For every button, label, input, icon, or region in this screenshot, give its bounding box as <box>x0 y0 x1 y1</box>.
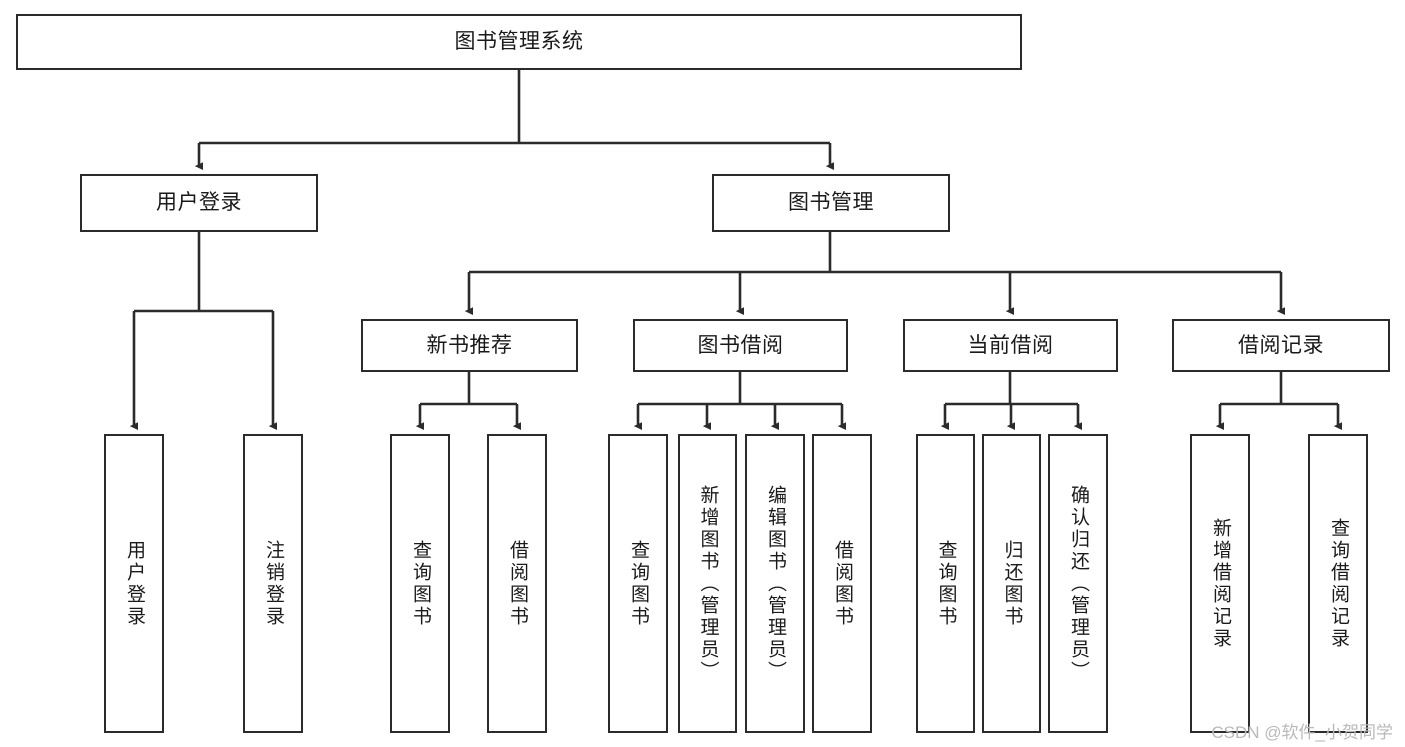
node-leaf-add-book-label: 新增图书（管理员） <box>697 484 719 683</box>
node-leaf-query-record[interactable]: 查询借阅记录 <box>1308 434 1368 733</box>
node-leaf-query-book-1-label: 查询图书 <box>409 539 431 628</box>
node-leaf-query-book-3-label: 查询图书 <box>935 539 957 628</box>
node-leaf-user-login-label: 用户登录 <box>123 539 145 628</box>
node-leaf-query-book-3[interactable]: 查询图书 <box>916 434 975 733</box>
node-leaf-edit-book[interactable]: 编辑图书（管理员） <box>745 434 805 733</box>
edge-userlogin-to-leaves <box>129 232 278 431</box>
edge-bookmanage-to-level3 <box>464 232 1286 316</box>
node-leaf-return-book-label: 归还图书 <box>1001 539 1023 628</box>
node-book-manage[interactable]: 图书管理 <box>712 174 950 232</box>
node-borrow-record[interactable]: 借阅记录 <box>1172 319 1390 372</box>
node-leaf-logout[interactable]: 注销登录 <box>243 434 303 733</box>
node-leaf-add-book[interactable]: 新增图书（管理员） <box>678 434 737 733</box>
node-leaf-query-book-1[interactable]: 查询图书 <box>390 434 450 733</box>
node-leaf-edit-book-label: 编辑图书（管理员） <box>764 484 786 683</box>
node-current-borrow-label: 当前借阅 <box>967 333 1054 357</box>
node-user-login-label: 用户登录 <box>156 191 242 215</box>
node-new-book-recommend-label: 新书推荐 <box>426 333 513 357</box>
node-root[interactable]: 图书管理系统 <box>16 14 1022 70</box>
node-borrow-record-label: 借阅记录 <box>1238 333 1324 357</box>
edge-newbook-to-leaves <box>415 372 522 431</box>
node-leaf-add-record-label: 新增借阅记录 <box>1209 517 1231 650</box>
edge-root-to-level2 <box>194 70 835 171</box>
edge-borrowrecord-to-leaves <box>1215 372 1343 431</box>
edge-currentborrow-to-leaves <box>940 372 1083 431</box>
node-leaf-query-record-label: 查询借阅记录 <box>1327 517 1349 650</box>
node-book-borrow[interactable]: 图书借阅 <box>633 319 848 372</box>
node-leaf-borrow-book-2-label: 借阅图书 <box>831 539 853 628</box>
node-current-borrow[interactable]: 当前借阅 <box>903 319 1118 372</box>
edge-bookborrow-to-leaves <box>633 372 847 431</box>
node-leaf-add-record[interactable]: 新增借阅记录 <box>1190 434 1250 733</box>
node-leaf-user-login[interactable]: 用户登录 <box>104 434 164 733</box>
node-book-borrow-label: 图书借阅 <box>697 333 784 357</box>
node-leaf-confirm-return[interactable]: 确认归还（管理员） <box>1048 434 1108 733</box>
node-leaf-return-book[interactable]: 归还图书 <box>982 434 1041 733</box>
node-leaf-query-book-2-label: 查询图书 <box>627 539 649 628</box>
node-leaf-borrow-book-1-label: 借阅图书 <box>506 539 528 628</box>
node-leaf-borrow-book-1[interactable]: 借阅图书 <box>487 434 547 733</box>
node-leaf-logout-label: 注销登录 <box>262 539 284 628</box>
node-book-manage-label: 图书管理 <box>788 191 874 215</box>
node-user-login[interactable]: 用户登录 <box>80 174 318 232</box>
node-new-book-recommend[interactable]: 新书推荐 <box>361 319 578 372</box>
node-leaf-query-book-2[interactable]: 查询图书 <box>608 434 668 733</box>
node-root-label: 图书管理系统 <box>454 30 584 54</box>
node-leaf-confirm-return-label: 确认归还（管理员） <box>1067 484 1089 683</box>
node-leaf-borrow-book-2[interactable]: 借阅图书 <box>812 434 872 733</box>
